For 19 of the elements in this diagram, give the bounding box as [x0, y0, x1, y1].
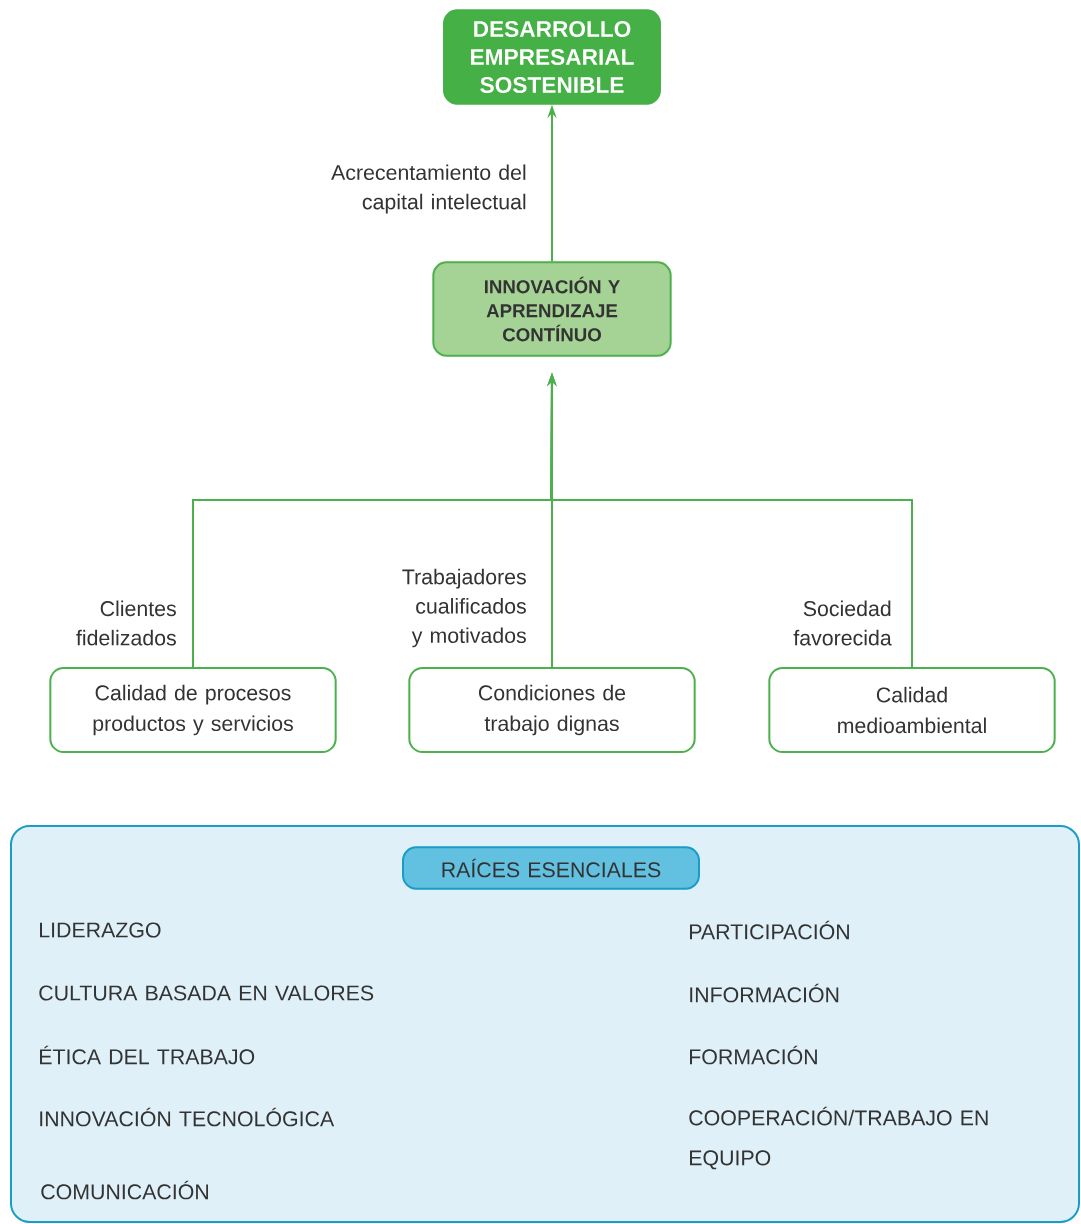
list-item: LIDERAZGO [40, 922, 161, 938]
list-item: PARTICIPACIÓN [690, 920, 849, 940]
list-item: FORMACIÓN [690, 1045, 817, 1065]
list-item: COMUNICACIÓN [41, 1180, 208, 1200]
list-item: ÉTICA DEL TRABAJO [40, 1045, 255, 1065]
process-box: INNOVACIÓN Y APRENDIZAJE CONTÍNUO [432, 261, 672, 357]
process-box: Calidad medioambiental [768, 667, 1056, 753]
process-box: Condiciones de trabajo dignas [408, 667, 696, 753]
top-box: DESARROLLO EMPRESARIAL SOSTENIBLE [443, 9, 661, 105]
list-item: CULTURA BASADA EN VALORES [39, 985, 374, 1001]
process-box: Calidad de procesos productos y servicios [49, 667, 337, 753]
edge-label: Trabajadores cualificados y motivados [402, 568, 526, 648]
edge-label: Acrecentamiento del capital intelectual [331, 164, 526, 214]
list-item: COOPERACIÓN/TRABAJO EN EQUIPO [689, 1106, 988, 1170]
list-item: INNOVACIÓN TECNOLÓGICA [40, 1107, 335, 1127]
edge-label: Sociedad favorecida [793, 600, 892, 646]
edge-label: Clientes fidelizados [76, 600, 176, 646]
list-item: INFORMACIÓN [690, 983, 839, 1003]
heading-badge: RAÍCES ESENCIALES [402, 846, 700, 890]
